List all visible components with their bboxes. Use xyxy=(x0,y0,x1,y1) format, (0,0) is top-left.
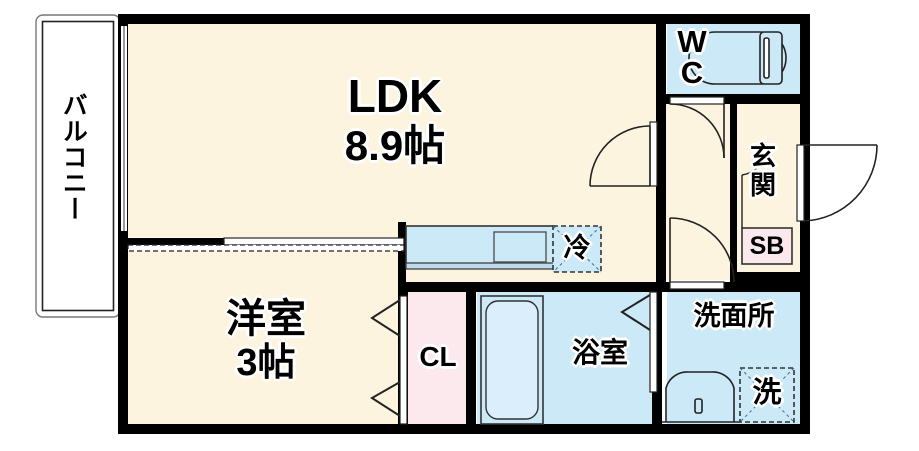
ldk-label: LDK 8.9帖 xyxy=(310,72,480,168)
wall-left-outer xyxy=(118,14,128,434)
wc-label-line1: W xyxy=(677,24,707,59)
wall-hall-seg-top xyxy=(656,104,666,126)
balcony-area xyxy=(35,14,121,318)
room-ldk xyxy=(124,22,658,237)
room-washitsu xyxy=(124,248,404,428)
wc-label: W C xyxy=(672,26,712,88)
wall-hall-seg-mid xyxy=(656,188,666,218)
kitchen-strip xyxy=(404,220,660,282)
wall-bath-vanity xyxy=(652,282,662,434)
vanity-label: 洗面所 xyxy=(693,301,775,331)
wall-ldk-washitsu-left xyxy=(118,238,224,246)
washitsu-area: 3帖 xyxy=(236,342,296,384)
balcony-label: バルコニー xyxy=(59,92,88,222)
wall-above-bath-band xyxy=(398,282,660,292)
shoe-box-label: SB xyxy=(749,232,785,260)
balcony-outline-svg xyxy=(35,14,121,318)
washitsu-label: 洋室 3帖 xyxy=(192,298,340,384)
wall-washitsu-closet xyxy=(398,282,408,434)
fridge-label: 冷 xyxy=(563,233,591,263)
genkan-label: 玄 関 xyxy=(746,141,780,201)
wall-genkan-divider xyxy=(730,104,737,280)
wall-top-outer xyxy=(118,14,810,24)
bath-label: 浴室 xyxy=(571,337,628,368)
ldk-area: 8.9帖 xyxy=(344,122,446,170)
wall-under-wc xyxy=(658,94,810,104)
wc-label-line2: C xyxy=(680,55,704,90)
wall-hall-left xyxy=(656,14,666,292)
genkan-label-line2: 関 xyxy=(749,170,776,201)
washer-label: 洗 xyxy=(752,377,782,409)
genkan-label-line1: 玄 xyxy=(749,141,776,171)
wall-closet-bath xyxy=(466,282,476,434)
room-closet xyxy=(406,292,468,428)
wall-above-vanity xyxy=(658,282,810,292)
wall-genkan-bottom xyxy=(730,272,802,282)
wall-kitchen-left xyxy=(398,222,406,284)
wall-right-outer xyxy=(800,14,810,434)
wall-bottom-outer xyxy=(118,424,810,434)
ldk-name: LDK xyxy=(347,70,443,122)
washitsu-name: 洋室 xyxy=(226,297,306,341)
closet-label: CL xyxy=(419,341,457,372)
